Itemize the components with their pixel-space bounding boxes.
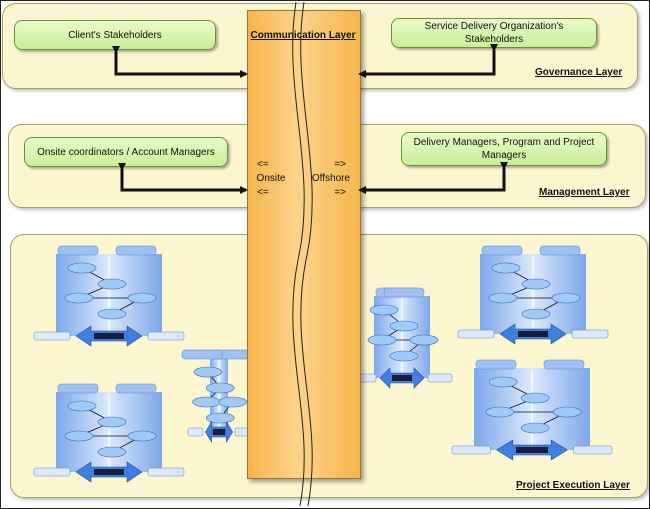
thumb-side-box [451,445,491,455]
thumb-tab [115,383,157,394]
thumb-side-box [427,373,453,383]
offshore-arrow-top: => [334,159,346,170]
thumb-label-block [94,469,124,475]
thumb-node [409,334,439,346]
arrow-client-to-comm [112,46,248,78]
onsite-label: Onsite [256,173,286,184]
thumb-node [127,292,157,304]
thumb-label-block [212,429,226,435]
thumb-tab [475,359,517,370]
thumb-node [491,262,521,274]
onsite-arrow-top: <= [257,159,269,170]
thumb-side-box [33,331,71,341]
thumb-tab [543,359,585,370]
communication-layer-title: Communication Layer [250,30,356,41]
thumb-label-block [518,331,548,337]
thumb-node [520,422,550,434]
thumb-node [205,382,235,394]
thumb-tab [57,383,99,394]
thumb-node [97,278,127,290]
thumb-side-box [187,427,204,437]
thumb-node [97,308,127,320]
thumb-label-block [392,375,412,381]
thumb-node [127,430,157,442]
management-layer-label: Management Layer [539,187,630,198]
thumb-node [367,334,397,346]
thumb-node [488,292,518,304]
thumb-side-box [147,331,185,341]
thumb-node [552,406,582,418]
onsite-label-group: <= Onsite <= [253,158,289,200]
thumb-node [193,366,223,378]
offshore-arrow-bottom: => [334,187,346,198]
thumb-node [64,430,94,442]
thumb-side-box [33,467,71,477]
thumb-node [389,320,419,332]
onsite-arrow-bottom: <= [257,187,269,198]
onsite-coordinators-box: Onsite coordinators / Account Managers [24,137,228,167]
thumb-node [520,392,550,404]
thumb-node [488,376,518,388]
thumb-tab [539,245,581,256]
thumb-label-block [516,447,548,453]
thumb-node [97,446,127,458]
thumb-node [389,350,419,362]
thumb-node [67,262,97,274]
thumb-label-block [94,333,124,339]
thumb-tab [383,287,425,298]
execution-layer-label: Project Execution Layer [516,480,630,491]
thumb-node [97,416,127,428]
communication-layer [247,10,361,479]
thumb-side-box [573,445,613,455]
delivery-managers-box: Delivery Managers, Program and Project M… [401,132,607,166]
thumb-tab [115,245,157,256]
offshore-label: Offshore [311,173,351,184]
thumb-tab [181,349,223,360]
thumb-node [551,292,581,304]
thumb-node [67,400,97,412]
thumb-node [485,406,515,418]
offshore-label-group: => Offshore => [308,158,354,200]
thumb-node [205,412,235,424]
thumb-node [218,396,247,408]
thumb-node [64,292,94,304]
thumb-side-box [147,467,185,477]
arrow-sdo-to-comm [358,44,498,78]
thumb-node [369,304,399,316]
thumb-node [521,308,551,320]
thumb-node [521,278,551,290]
thumb-side-box [457,329,495,339]
thumb-tab [481,245,523,256]
governance-layer-label: Governance Layer [535,67,623,78]
arrow-onsite-to-comm [118,163,248,194]
arrow-delivery-to-comm [358,162,508,194]
thumb-tab [57,245,99,256]
thumb-side-box [571,329,609,339]
